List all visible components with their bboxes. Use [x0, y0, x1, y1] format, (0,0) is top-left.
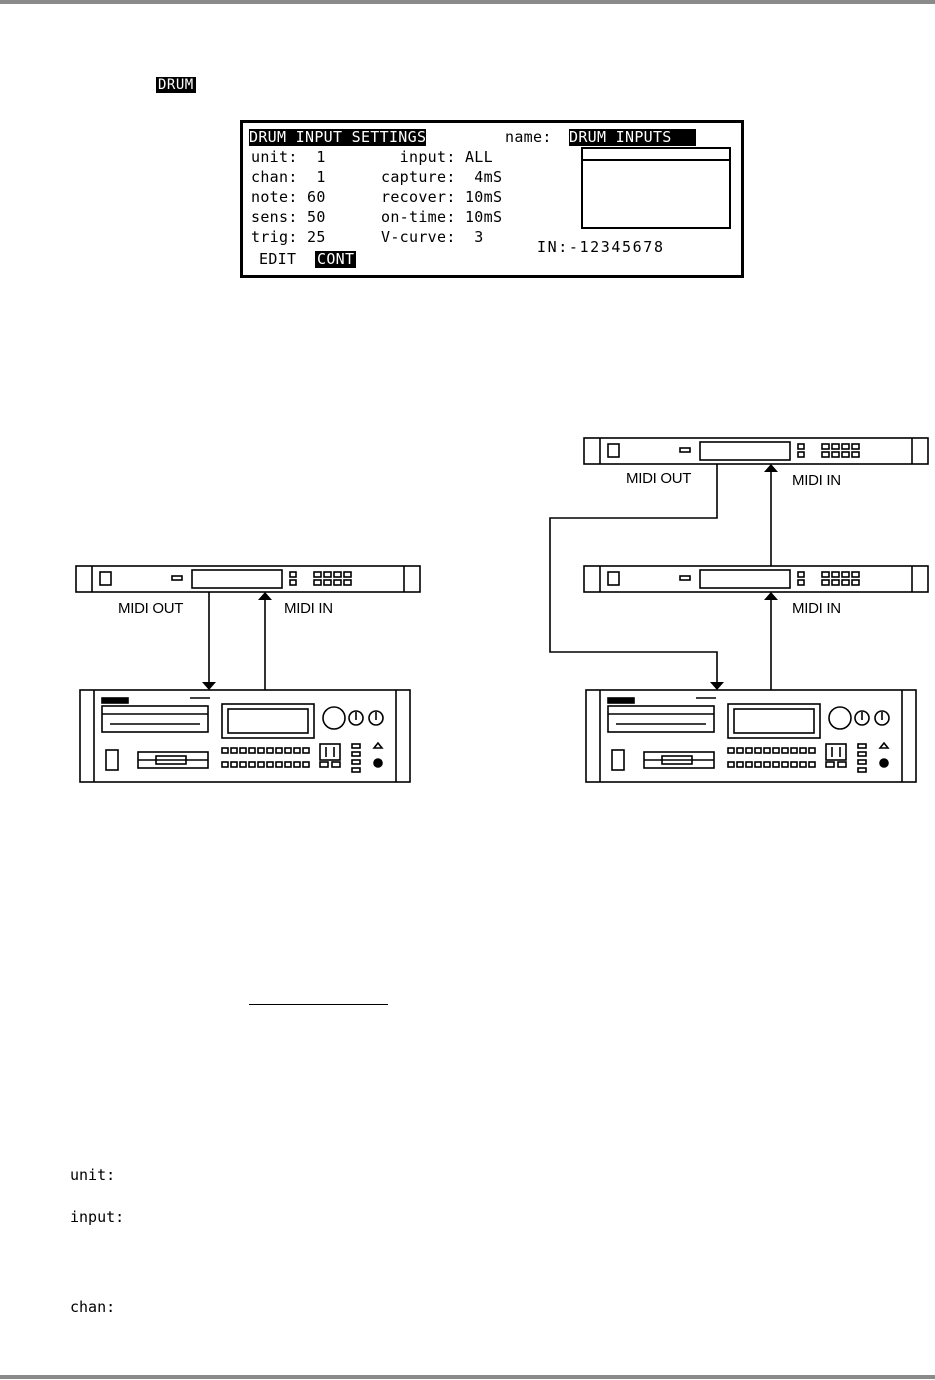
lcd-capture: capture: 4mS: [381, 168, 503, 186]
rack-module-right-top: [583, 437, 929, 465]
lcd-chan: chan: 1: [251, 168, 326, 186]
lcd-soft-edit[interactable]: EDIT: [259, 250, 297, 268]
left-midi-in-label: MIDI IN: [284, 600, 333, 617]
lcd-screen: DRUM INPUT SETTINGS name: DRUM INPUTS un…: [240, 120, 744, 278]
bottom-rule: [0, 1375, 935, 1379]
sampler-left: [79, 689, 411, 783]
term-input: input:: [70, 1208, 125, 1226]
lcd-name-label: name:: [505, 128, 552, 146]
right-mid-midi-in-label: MIDI IN: [792, 600, 841, 617]
right-top-midi-in-label: MIDI IN: [792, 472, 841, 489]
lcd-meter-bar: [583, 159, 729, 161]
arrow-up-icon: [764, 464, 778, 472]
lcd-recover: recover: 10mS: [381, 188, 503, 206]
sampler-right: [585, 689, 917, 783]
rack-module-left: [75, 565, 421, 593]
lcd-name-value: DRUM INPUTS: [569, 129, 696, 146]
lcd-input: input: ALL: [381, 148, 493, 166]
lcd-title: DRUM INPUT SETTINGS: [249, 128, 427, 146]
lcd-soft-cont[interactable]: CONT: [315, 250, 357, 268]
term-chan: chan:: [70, 1298, 116, 1316]
lcd-inputs-row: IN:-12345678: [537, 238, 665, 256]
drum-key-label: DRUM: [156, 77, 196, 93]
lcd-on-time: on-time: 10mS: [381, 208, 503, 226]
lcd-unit: unit: 1: [251, 148, 326, 166]
lcd-v-curve: V-curve: 3: [381, 228, 484, 246]
lcd-meter-box: [581, 147, 731, 229]
left-midi-out-label: MIDI OUT: [118, 600, 184, 617]
underline-rule: [249, 1004, 388, 1005]
rack-module-right-middle: [583, 565, 929, 593]
right-midi-out-cable: [549, 464, 718, 682]
arrow-up-icon: [258, 592, 272, 600]
lcd-trig: trig: 25: [251, 228, 326, 246]
arrow-up-icon: [764, 592, 778, 600]
lcd-sens: sens: 50: [251, 208, 326, 226]
arrow-down-icon: [710, 682, 724, 690]
right-top-midi-out-label: MIDI OUT: [626, 470, 692, 487]
top-rule: [0, 0, 935, 4]
lcd-note: note: 60: [251, 188, 326, 206]
arrow-down-icon: [202, 682, 216, 690]
term-unit: unit:: [70, 1166, 116, 1184]
